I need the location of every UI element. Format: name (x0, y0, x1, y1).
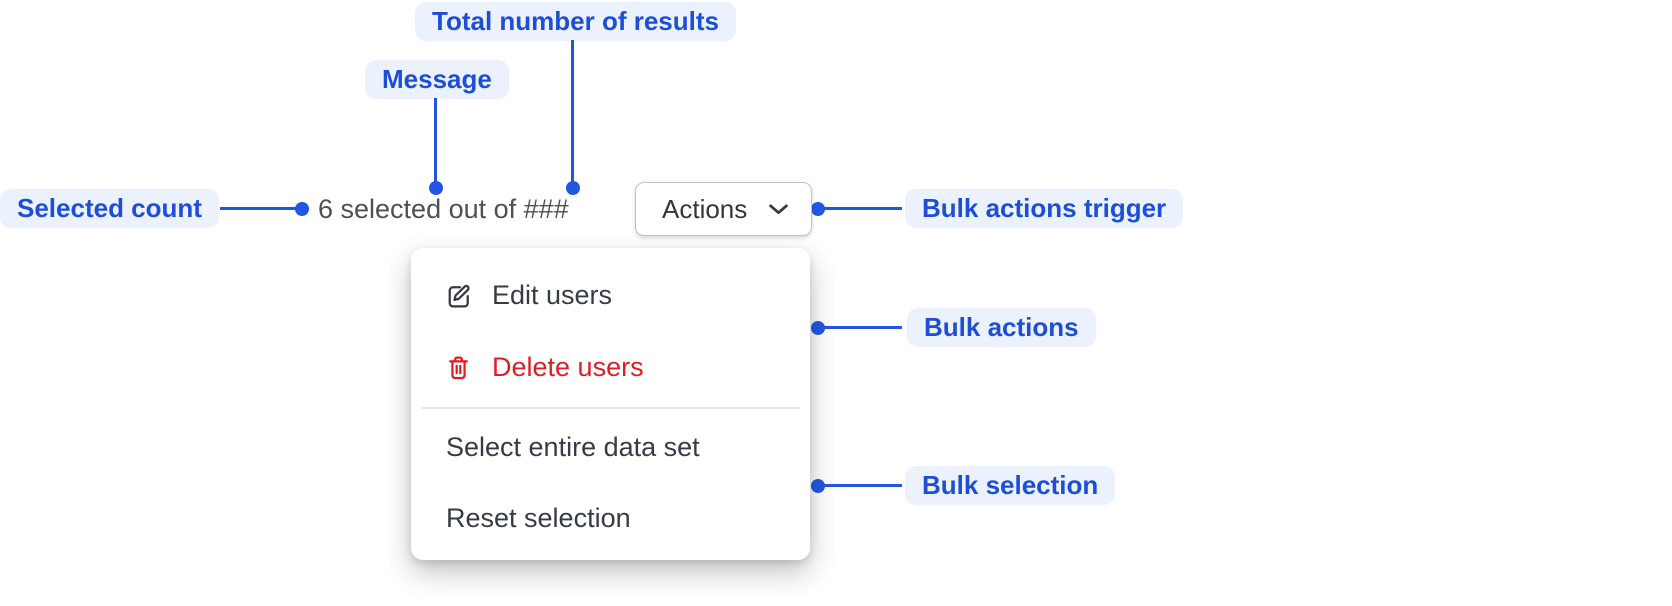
chevron-down-icon (769, 203, 788, 215)
bulk-actions-trigger-label: Actions (662, 193, 748, 224)
connector-line-bulk-selection (824, 484, 902, 487)
trash-icon (445, 354, 472, 381)
connector-line-selected-count (220, 207, 296, 210)
edit-icon (445, 282, 472, 309)
annotation-bulk-actions-label: Bulk actions (924, 312, 1079, 342)
annotation-message-label: Message (382, 64, 492, 94)
menu-divider (422, 407, 799, 409)
menu-item-select-entire-data-set[interactable]: Select entire data set (411, 420, 810, 474)
annotation-total-results: Total number of results (415, 2, 736, 41)
connector-line-bulk-actions (824, 326, 902, 329)
annotation-selected-count: Selected count (0, 189, 219, 228)
connector-dot-message (429, 181, 443, 195)
connector-line-total-results (571, 40, 574, 182)
connector-dot-selected-count (295, 202, 309, 216)
annotation-selected-count-label: Selected count (17, 193, 202, 223)
connector-dot-bulk-selection (811, 479, 825, 493)
annotation-bulk-actions: Bulk actions (907, 308, 1096, 347)
bulk-actions-menu: Edit users Delete users Select entire da… (411, 248, 810, 560)
menu-item-label: Select entire data set (446, 431, 700, 462)
menu-item-delete-users[interactable]: Delete users (411, 340, 810, 394)
connector-dot-total-results (566, 181, 580, 195)
menu-item-reset-selection[interactable]: Reset selection (411, 491, 810, 545)
bulk-actions-trigger-button[interactable]: Actions (635, 182, 812, 236)
annotation-bulk-selection-label: Bulk selection (922, 470, 1099, 500)
connector-line-bulk-actions-trigger (824, 207, 902, 210)
menu-item-label: Delete users (492, 351, 644, 382)
annotation-message: Message (365, 60, 509, 99)
annotation-total-results-label: Total number of results (432, 6, 719, 36)
connector-line-message (434, 98, 437, 182)
connector-dot-bulk-actions (811, 321, 825, 335)
menu-item-edit-users[interactable]: Edit users (411, 268, 810, 322)
annotation-bulk-actions-trigger: Bulk actions trigger (905, 189, 1184, 228)
menu-item-label: Reset selection (446, 502, 631, 533)
annotation-bulk-selection: Bulk selection (905, 466, 1116, 505)
menu-item-label: Edit users (492, 279, 613, 310)
selection-message: 6 selected out of ### (318, 190, 569, 228)
annotation-bulk-actions-trigger-label: Bulk actions trigger (922, 193, 1167, 223)
selection-message-text: 6 selected out of ### (318, 193, 569, 224)
connector-dot-bulk-actions-trigger (811, 202, 825, 216)
